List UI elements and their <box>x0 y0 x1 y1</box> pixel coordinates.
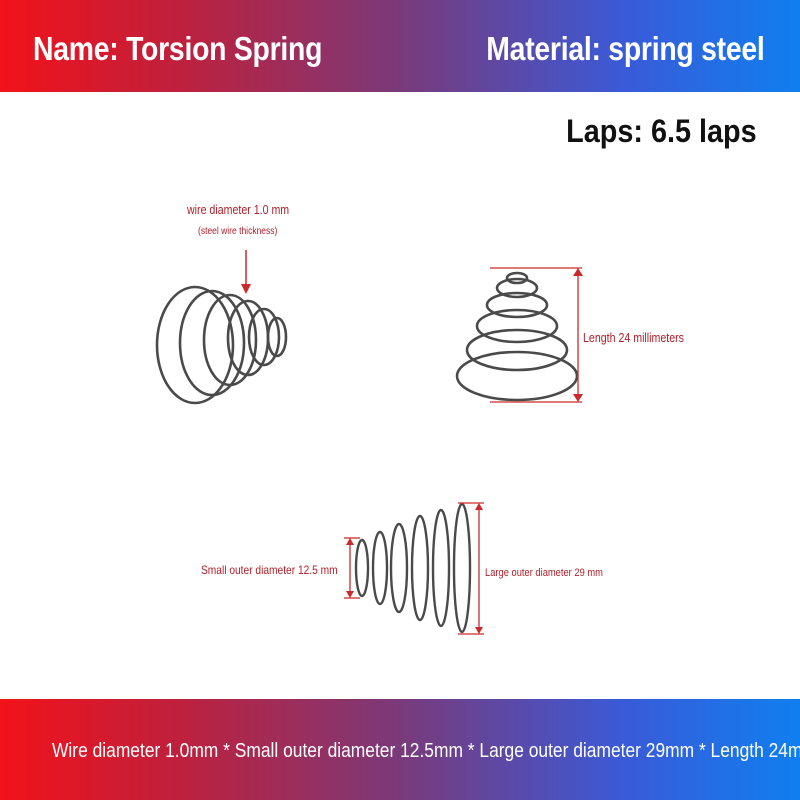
large-diameter-marker <box>458 502 484 635</box>
laps-label: Laps: 6.5 laps <box>566 113 757 149</box>
length-label: Length 24 millimeters <box>583 331 684 345</box>
small-diameter-marker <box>344 537 360 599</box>
bottom-banner <box>0 699 800 800</box>
top-banner: Name: Torsion Spring Material: spring st… <box>0 0 800 92</box>
spec-summary: Wire diameter 1.0mm * Small outer diamet… <box>52 740 800 762</box>
product-name: Name: Torsion Spring <box>33 30 323 67</box>
wire-diameter-marker <box>241 250 251 294</box>
product-material: Material: spring steel <box>485 30 764 67</box>
spring-upright-view <box>455 271 579 402</box>
large-outer-diameter-label: Large outer diameter 29 mm <box>485 567 603 579</box>
spring-side-view <box>155 285 288 405</box>
spring-profile-view <box>354 502 472 634</box>
length-dimension-marker <box>490 267 583 403</box>
wire-thickness-note: (steel wire thickness) <box>198 226 278 237</box>
wire-diameter-label: wire diameter 1.0 mm <box>187 203 290 217</box>
small-outer-diameter-label: Small outer diameter 12.5 mm <box>201 563 338 577</box>
